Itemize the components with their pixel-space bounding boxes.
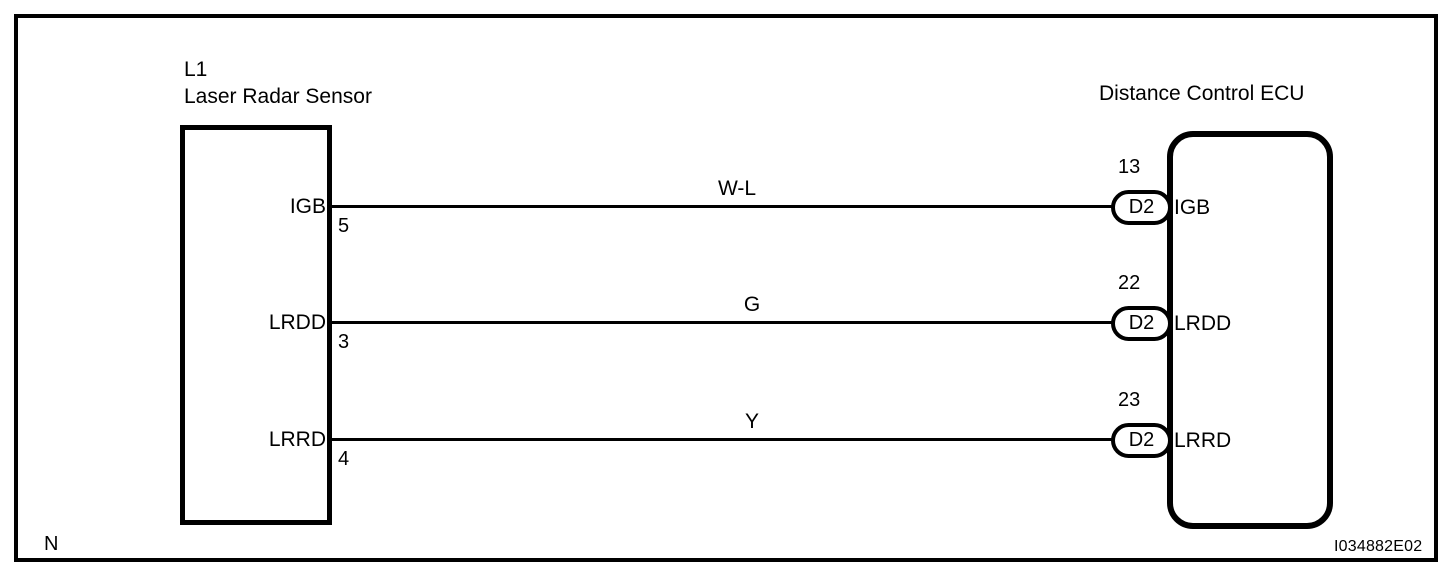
orientation-mark: N bbox=[44, 533, 59, 555]
left-component-name: Laser Radar Sensor bbox=[184, 85, 372, 108]
right-terminal-label-3: LRRD bbox=[1174, 429, 1232, 452]
wire-color-code-1: W-L bbox=[717, 177, 757, 200]
wire-line-1 bbox=[332, 205, 1142, 208]
connector-badge-2: D2 bbox=[1111, 306, 1172, 341]
left-pin-number-2: 3 bbox=[338, 331, 350, 353]
left-terminal-label-3: LRRD bbox=[268, 428, 326, 451]
left-pin-number-1: 5 bbox=[338, 215, 350, 237]
figure-reference-id: I034882E02 bbox=[1334, 538, 1423, 555]
left-pin-number-3: 4 bbox=[338, 448, 350, 470]
right-terminal-label-2: LRDD bbox=[1174, 312, 1232, 335]
left-component-id: L1 bbox=[184, 58, 208, 81]
connector-badge-1: D2 bbox=[1111, 190, 1172, 225]
left-component-title: L1 Laser Radar Sensor bbox=[184, 56, 372, 110]
right-pin-number-2: 22 bbox=[1118, 272, 1141, 294]
right-component-title: Distance Control ECU bbox=[1099, 82, 1305, 105]
right-terminal-label-1: IGB bbox=[1174, 196, 1211, 219]
wire-line-2 bbox=[332, 321, 1142, 324]
wire-color-code-3: Y bbox=[744, 410, 759, 433]
laser-radar-sensor-box bbox=[180, 125, 332, 525]
left-terminal-label-1: IGB bbox=[289, 195, 326, 218]
left-terminal-label-2: LRDD bbox=[268, 311, 326, 334]
right-pin-number-1: 13 bbox=[1118, 156, 1141, 178]
right-pin-number-3: 23 bbox=[1118, 389, 1141, 411]
connector-badge-3: D2 bbox=[1111, 423, 1172, 458]
diagram-border bbox=[14, 14, 1438, 562]
wire-color-code-2: G bbox=[743, 293, 761, 316]
wire-line-3 bbox=[332, 438, 1142, 441]
